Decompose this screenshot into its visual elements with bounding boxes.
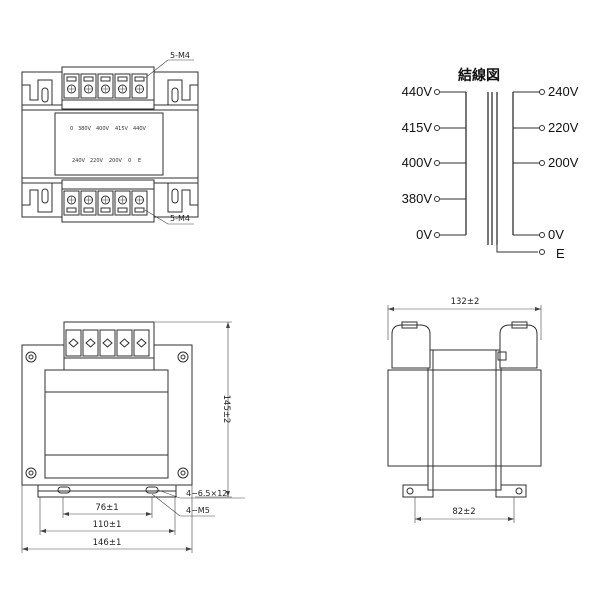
front-terminal-block (63, 321, 155, 371)
front-view: 145±2 4−6.5×12 4−M5 76±1 110±1 146±1 (21, 321, 245, 553)
right-terminal-cover (499, 324, 538, 369)
secondary-tap-0: 0V (548, 227, 564, 242)
left-terminal-cover (391, 324, 431, 369)
side-view: 132±2 82±2 (387, 297, 542, 523)
mid-dimension: 110±1 (93, 520, 122, 530)
nameplate-row2-4: E (138, 158, 141, 164)
secondary-tap-220: 220V (548, 120, 579, 135)
wiring-diagram: 結線図 440V 415V 400V 380V 0V 240V 220V 200… (402, 67, 579, 261)
top-bracket-right (167, 79, 198, 105)
secondary-tap-200: 200V (548, 155, 579, 170)
top-view: 0 380V 400V 415V 440V 240V 220V 200V 0 E (21, 51, 199, 225)
primary-tap-0: 0V (416, 227, 432, 242)
earth-terminal: E (556, 246, 565, 261)
nameplate-row1-1: 380V (78, 126, 92, 132)
secondary-tap-240: 240V (548, 84, 579, 99)
outer-dimension: 146±1 (93, 538, 122, 548)
nameplate-row1-3: 415V (115, 126, 129, 132)
top-dimension: 132±2 (451, 297, 480, 307)
terminal-label-bottom: 5-M4 (170, 214, 190, 223)
nameplate (54, 112, 164, 176)
side-view-body (387, 369, 542, 467)
height-dimension: 145±2 (221, 395, 231, 424)
bottom-terminal-block (61, 179, 155, 223)
nameplate-row2-0: 240V (72, 158, 86, 164)
nameplate-row2-2: 200V (109, 158, 123, 164)
nameplate-row2-3: 0 (128, 158, 131, 164)
nameplate-row1-2: 400V (96, 126, 110, 132)
hole-label: 4−6.5×12 (186, 489, 227, 498)
top-bracket-left (22, 79, 53, 105)
terminal-label-top: 5-M4 (170, 51, 190, 60)
primary-tap-440: 440V (402, 84, 433, 99)
screw-label: 4−M5 (186, 506, 210, 515)
primary-tap-380: 380V (402, 191, 433, 206)
top-terminal-block (61, 66, 155, 110)
inner-dimension: 76±1 (95, 503, 118, 513)
bottom-dimension: 82±2 (452, 507, 475, 517)
nameplate-row1-4: 440V (133, 126, 147, 132)
primary-tap-400: 400V (402, 155, 433, 170)
nameplate-row1-0: 0 (70, 126, 73, 132)
wiring-title: 結線図 (458, 67, 500, 84)
nameplate-row2-1: 220V (90, 158, 104, 164)
primary-tap-415: 415V (402, 120, 433, 135)
